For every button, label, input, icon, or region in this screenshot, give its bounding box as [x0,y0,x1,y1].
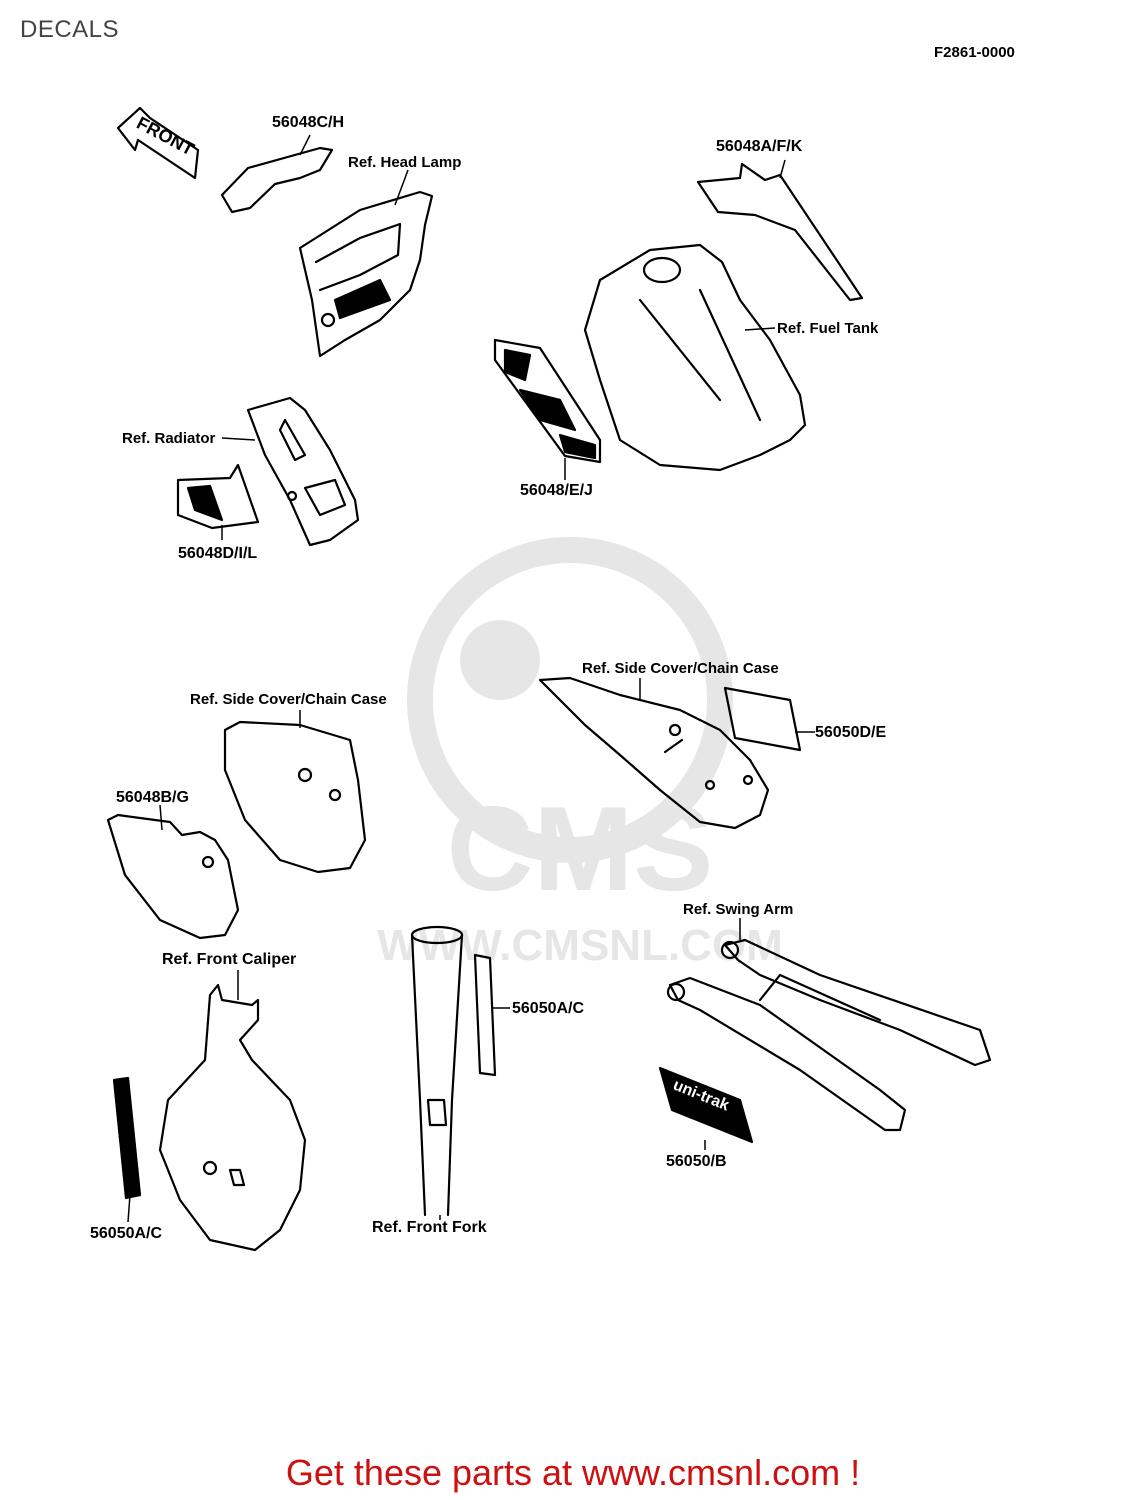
label-56050ac-caliper: 56050A/C [90,1225,163,1242]
watermark-brand: CMS [447,782,714,916]
label-56048bg: 56048B/G [116,789,189,806]
label-56048afk: 56048A/F/K [716,138,803,155]
label-ref-side-cover-right: Ref. Side Cover/Chain Case [582,660,779,677]
fuel-tank [583,243,807,472]
label-ref-head-lamp: Ref. Head Lamp [348,154,462,171]
chain-case-decal [723,686,802,752]
label-56048ch: 56048C/H [272,114,345,131]
label-56050b: 56050/B [666,1153,727,1170]
front-arrow-label: FRONT [133,113,197,160]
headlamp-decal [220,146,334,214]
radiator-shroud [246,396,360,547]
tank-emblem-decal [493,338,602,464]
label-56048ej: 56048/E/J [520,482,593,499]
page-title: DECALS [20,16,120,43]
side-cover-left [223,720,367,874]
figure-code: F2861-0000 [934,44,1015,61]
side-cover-right [538,676,770,830]
front-caliper-cover [158,983,307,1252]
label-56048dil: 56048D/I/L [178,545,258,562]
front-arrow-decal: FRONT [116,106,200,180]
tank-stripe-decal [696,162,864,302]
label-56050de: 56050D/E [815,724,887,741]
label-ref-fuel-tank: Ref. Fuel Tank [777,320,879,337]
leader-lines [127,134,815,1223]
swing-arm [666,938,992,1132]
uni-trak-decal: uni-trak [658,1066,754,1144]
head-lamp-cowl [298,190,434,358]
radiator-decal [176,463,260,530]
footer-cta-link[interactable]: Get these parts at www.cmsnl.com ! [285,1452,861,1493]
fork-decal [473,953,497,1077]
label-ref-radiator: Ref. Radiator [122,430,216,447]
side-cover-decal [106,813,240,940]
label-ref-swing-arm: Ref. Swing Arm [683,901,794,918]
caliper-decal [112,1076,142,1200]
label-ref-front-caliper: Ref. Front Caliper [162,951,297,968]
front-fork [410,925,464,1217]
label-ref-front-fork: Ref. Front Fork [372,1219,487,1236]
cms-watermark: CMS WWW.CMSNL.COM [377,537,783,970]
label-56050ac-fork: 56050A/C [512,1000,585,1017]
label-ref-side-cover-left: Ref. Side Cover/Chain Case [190,691,387,708]
watermark-site: WWW.CMSNL.COM [377,921,783,970]
